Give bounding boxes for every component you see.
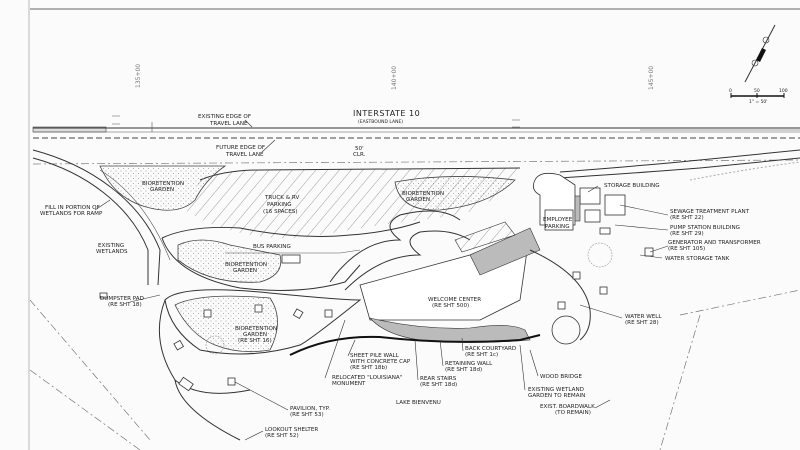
- label-sheet-pile-2: WITH CONCRETE CAP: [350, 359, 411, 365]
- label-boardwalk-2: (TO REMAIN): [555, 410, 591, 416]
- label-bioretention-bus-2: GARDEN: [233, 268, 257, 274]
- label-bioretention-left-2: GARDEN: [150, 187, 174, 193]
- label-lookout-2: (RE SHT 52): [265, 433, 299, 439]
- label-existing-edge-2: TRAVEL LANE: [209, 121, 248, 127]
- label-dumpster-1: DUMPSTER PAD: [100, 296, 144, 302]
- label-wetlands-1: EXISTING: [98, 243, 124, 249]
- label-employee-2: PARKING: [545, 224, 570, 230]
- bioretention-garden-bus: [177, 239, 282, 283]
- bioretention-garden-left: [99, 165, 227, 211]
- highway-name: INTERSTATE 10: [353, 109, 420, 118]
- label-retaining-1: RETAINING WALL: [445, 361, 493, 367]
- label-sheet-pile-1: SHEET PILE WALL: [350, 353, 400, 359]
- station-labels: 135+00 140+00 145+00: [135, 64, 655, 90]
- water-well-circle: [551, 315, 581, 345]
- sheet-border: [28, 0, 800, 450]
- label-wetland-garden-1: EXISTING WETLAND: [528, 387, 584, 393]
- welcome-center-building: [359, 221, 541, 343]
- label-back-courtyard-1: BACK COURTYARD: [465, 346, 516, 352]
- label-generator-1: GENERATOR AND TRANSFORMER: [668, 240, 761, 246]
- label-bioretention-south-3: (RE SHT 16): [238, 338, 272, 344]
- label-truck-2: PARKING: [267, 202, 292, 208]
- label-bioretention-bus-1: BIORETENTION: [225, 262, 267, 268]
- label-lookout-1: LOOKOUT SHELTER: [265, 427, 318, 433]
- label-wetland-garden-2: GARDEN TO REMAIN: [528, 393, 585, 399]
- label-welcome-center-2: (RE SHT 500): [432, 303, 469, 309]
- scale-ratio: 1" = 50': [749, 99, 768, 105]
- property-lines: [29, 289, 800, 450]
- label-monument-1: RELOCATED "LOUISIANA": [332, 375, 403, 381]
- leader-lines: [94, 119, 669, 441]
- label-future-edge-2: TRAVEL LANE: [225, 152, 264, 158]
- label-truck-1: TRUCK & RV: [264, 195, 299, 201]
- parking-inner-edge: [161, 221, 421, 239]
- label-fill-1: FILL IN PORTION OF: [45, 205, 100, 211]
- label-welcome-center-1: WELCOME CENTER: [428, 297, 481, 303]
- label-bioretention-left-1: BIORETENTION: [142, 181, 184, 187]
- label-bioretention-mid-2: GARDEN: [406, 197, 430, 203]
- label-wood-bridge: WOOD BRIDGE: [540, 374, 582, 380]
- label-sheet-pile-3: (RE SHT 18b): [350, 365, 387, 371]
- label-water-well-1: WATER WELL: [625, 314, 662, 320]
- label-bus-parking: BUS PARKING: [253, 244, 291, 250]
- label-retaining-2: (RE SHT 18d): [445, 367, 482, 373]
- scale-tick-0: 0: [729, 88, 732, 94]
- label-sewage-1: SEWAGE TREATMENT PLANT: [670, 209, 750, 215]
- label-monument-2: MONUMENT: [332, 381, 366, 387]
- utility-complex: [532, 172, 654, 257]
- label-water-tank: WATER STORAGE TANK: [665, 256, 730, 262]
- label-rear-stairs-2: (RE SHT 18d): [420, 382, 457, 388]
- north-arrow-icon: [744, 24, 776, 83]
- access-drive-inner: [344, 230, 471, 291]
- dumpster-pad: [99, 292, 108, 299]
- station-135: 135+00: [135, 64, 142, 88]
- tree-icon: [205, 335, 225, 355]
- label-pump-1: PUMP STATION BUILDING: [670, 225, 740, 231]
- label-sewage-2: (RE SHT 22): [670, 215, 704, 221]
- label-back-courtyard-2: (RE SHT 1c): [465, 352, 498, 358]
- label-bioretention-mid-1: BIORETENTION: [402, 191, 444, 197]
- label-clearance-1: 50': [355, 146, 364, 152]
- label-bioretention-south-1: BIORETENTION: [235, 326, 277, 332]
- label-generator-2: (RE SHT 105): [668, 246, 705, 252]
- sheet-pile-wall: [289, 334, 541, 356]
- label-storage: STORAGE BUILDING: [604, 183, 660, 189]
- label-truck-3: (16 SPACES): [263, 209, 298, 215]
- label-pavilion-1: PAVILION, TYP.: [290, 406, 330, 412]
- access-drive: [329, 210, 461, 283]
- label-pavilion-2: (RE SHT 53): [290, 412, 324, 418]
- bioretention-garden-south: [174, 295, 278, 353]
- interstate-roadway: [32, 115, 800, 181]
- pavilions: [173, 271, 608, 392]
- label-bioretention-south-2: GARDEN: [243, 332, 267, 338]
- employee-parking-lot: [544, 209, 574, 231]
- scale-tick-50: 50: [754, 88, 760, 94]
- label-future-edge-1: FUTURE EDGE OF: [216, 145, 265, 151]
- label-dumpster-2: (RE SHT 18): [108, 302, 142, 308]
- label-water-well-2: (RE SHT 28): [625, 320, 659, 326]
- highway-direction: (EASTBOUND LANE): [358, 119, 403, 125]
- annotations: EXISTING EDGE OF TRAVEL LANE FUTURE EDGE…: [40, 114, 761, 439]
- bus-parking: [161, 237, 361, 291]
- walkway: [529, 249, 591, 341]
- water-storage-tank: [587, 242, 613, 268]
- label-rear-stairs-1: REAR STAIRS: [420, 376, 457, 382]
- scale-bar: 0 50 100 1" = 50': [729, 88, 788, 105]
- label-pump-2: (RE SHT 29): [670, 231, 704, 237]
- park-loop-path: [158, 289, 362, 441]
- station-140: 140+00: [391, 66, 398, 90]
- label-boardwalk-1: EXIST. BOARDWALK: [540, 404, 595, 410]
- label-employee-1: EMPLOYEE: [543, 217, 573, 223]
- label-lake: LAKE BIENVENU: [396, 400, 441, 406]
- label-fill-2: WETLANDS FOR RAMP: [40, 211, 103, 217]
- label-existing-edge-1: EXISTING EDGE OF: [198, 114, 251, 120]
- station-145: 145+00: [648, 66, 655, 90]
- scale-tick-100: 100: [779, 88, 788, 94]
- label-wetlands-2: WETLANDS: [96, 249, 128, 255]
- bioretention-garden-mid: [394, 176, 516, 211]
- label-clearance-2: CLR.: [353, 152, 366, 158]
